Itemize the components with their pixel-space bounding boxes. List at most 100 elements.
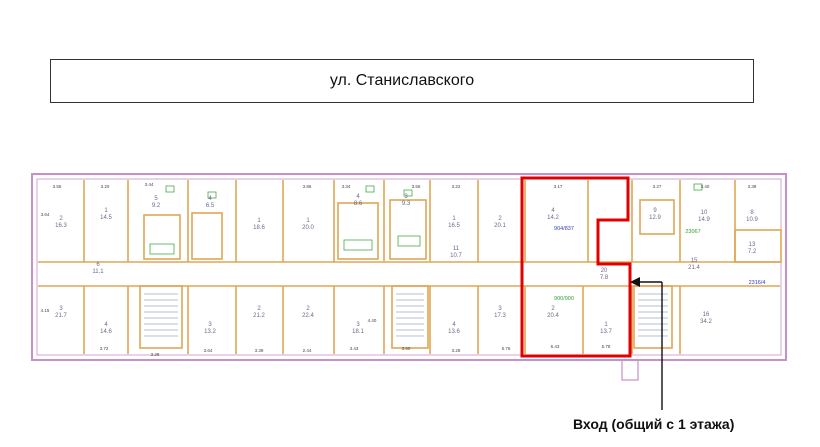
room-number: 3 [356, 322, 360, 328]
dimension-label: 3.86 [303, 184, 312, 189]
room-area: 14.6 [100, 329, 112, 335]
dimension-label: 3.28 [151, 352, 160, 357]
dimension-label: 3.28 [452, 348, 461, 353]
cadastral-code: 23067 [685, 229, 700, 235]
room-area: 16.3 [55, 223, 67, 229]
entrance-porch [621, 359, 639, 381]
highlighted-flat-outline [520, 176, 632, 358]
room-area: 20.4 [547, 313, 559, 319]
room-number: 20 [601, 268, 608, 274]
dimension-label: 3.40 [701, 184, 710, 189]
room-area: 14.9 [698, 217, 710, 223]
room-area: 13.6 [448, 329, 460, 335]
room-number: 2 [257, 306, 261, 312]
room-area: 21.7 [55, 313, 67, 319]
room-number: 1 [452, 216, 456, 222]
dimension-label: 3.38 [748, 184, 757, 189]
dimension-label: 3.27 [653, 184, 662, 189]
room-area: 7.2 [748, 249, 757, 255]
room-number: 4 [356, 194, 360, 200]
cadastral-code: 2316/4 [749, 280, 766, 286]
dimension-label: 3.64 [204, 348, 213, 353]
dimension-label: 3.34 [342, 184, 351, 189]
room-number: 9 [653, 208, 657, 214]
dimension-label: 3.39 [255, 348, 264, 353]
room-area: 16.5 [448, 223, 460, 229]
room-number: 3 [498, 306, 502, 312]
dimension-label: 3.43 [350, 346, 359, 351]
room-area: 12.9 [649, 215, 661, 221]
stair-treads [144, 293, 668, 337]
cadastral-code: 900/900 [554, 296, 574, 302]
room-area: 10.9 [746, 217, 758, 223]
room-area: 10.7 [450, 253, 462, 259]
dimension-label: 3.50 [402, 346, 411, 351]
bath-fixtures [149, 183, 703, 255]
room-number: 2 [551, 306, 555, 312]
room-number: 2 [498, 216, 502, 222]
room-area: 6.5 [206, 203, 215, 209]
room-number: 3 [208, 322, 212, 328]
room-number: 11 [453, 246, 460, 252]
room-area: 7.8 [600, 275, 609, 281]
room-area: 9.2 [152, 203, 161, 209]
room-number: 3 [404, 194, 408, 200]
room-number: 8 [750, 210, 754, 216]
dimension-label: 4.15 [41, 308, 50, 313]
room-area: 34.2 [700, 319, 712, 325]
cadastral-codes: 904/837 900/900 23067 2316/4 [554, 226, 765, 302]
room-area: 11.1 [92, 269, 104, 275]
room-number: 4 [452, 322, 456, 328]
room-number: 4 [208, 196, 212, 202]
room-area: 18.1 [352, 329, 364, 335]
room-number: 16 [703, 312, 710, 318]
room-area: 20.1 [494, 223, 506, 229]
street-name-box: ул. Станиславского [50, 59, 754, 103]
dimension-label: 5.78 [602, 344, 611, 349]
room-number: 13 [749, 242, 756, 248]
entrance-label: Вход (общий с 1 этажа) [573, 416, 735, 432]
room-area: 18.6 [253, 225, 265, 231]
room-number: 5 [154, 196, 158, 202]
room-number: 1 [257, 218, 261, 224]
room-number: 1 [306, 218, 310, 224]
room-number: 1 [104, 208, 108, 214]
room-area: 20.0 [302, 225, 314, 231]
room-number: 15 [691, 258, 698, 264]
room-number: 1 [604, 322, 608, 328]
room-number: 3 [59, 306, 63, 312]
room-labels: 216.3114.559.246.5118.6120.048.639.3116.… [55, 194, 758, 335]
partition-walls [38, 180, 782, 354]
room-area: 22.4 [302, 313, 314, 319]
dimension-label: 5.76 [502, 346, 511, 351]
dimension-label: 6.43 [551, 344, 560, 349]
room-number: 2 [306, 306, 310, 312]
dimension-label: 2.44 [303, 348, 312, 353]
room-number: 4 [104, 322, 108, 328]
room-area: 21.2 [253, 313, 265, 319]
dimension-label: 3.20 [101, 184, 110, 189]
room-area: 14.5 [100, 215, 112, 221]
room-number: 10 [701, 210, 708, 216]
dimension-label: 3.56 [412, 184, 421, 189]
room-area: 8.6 [354, 201, 363, 207]
room-number: 6 [96, 262, 100, 268]
room-number: 2 [59, 216, 63, 222]
room-area: 21.4 [688, 265, 700, 271]
room-area: 13.2 [204, 329, 216, 335]
dimension-label: 3.64 [41, 212, 50, 217]
dimension-label: 4.40 [368, 318, 377, 323]
dimension-label: 3.17 [554, 184, 563, 189]
entrance-arrow [630, 277, 663, 410]
outer-walls [31, 173, 787, 361]
room-number: 4 [551, 208, 555, 214]
room-area: 9.3 [402, 201, 411, 207]
room-area: 17.3 [494, 313, 506, 319]
dimension-label: 3.72 [100, 346, 109, 351]
room-area: 13.7 [600, 329, 612, 335]
cadastral-code: 904/837 [554, 226, 574, 232]
dimension-label: 3.22 [452, 184, 461, 189]
dimension-label: 3.55 [53, 184, 62, 189]
